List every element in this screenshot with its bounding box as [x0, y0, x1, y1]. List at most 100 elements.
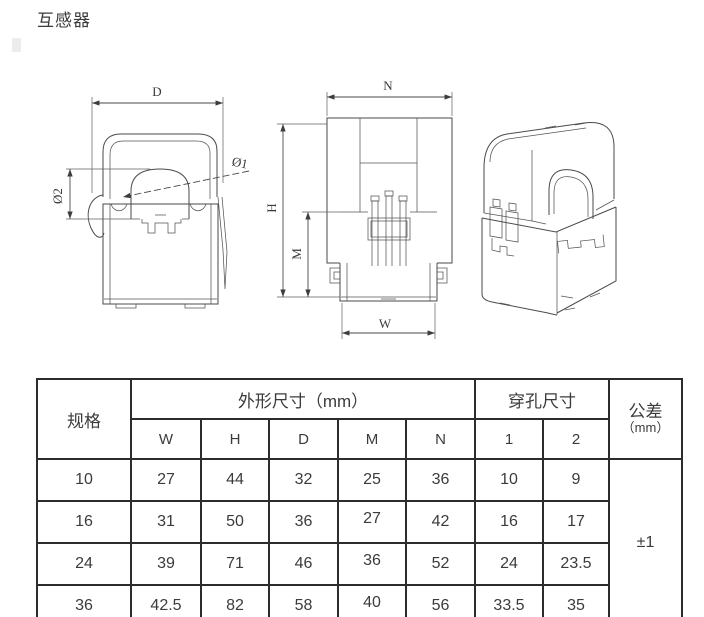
table-row: 16 31 50 36 27 42 16 17: [36, 500, 682, 544]
cell-spec: 10: [36, 458, 132, 502]
spec-table: 规格 外形尺寸（mm） 穿孔尺寸 公差 （mm） W H D M N 1 2 1…: [36, 378, 683, 617]
core-clip-bracket: [141, 219, 182, 234]
dim-leader-hole1: [122, 170, 250, 199]
cell-n: 42: [405, 500, 476, 544]
persp-housing-top-inner: [489, 127, 587, 163]
cell-hole2: 35: [542, 584, 610, 617]
subheader-D: D: [268, 418, 339, 460]
persp-terminal-clips: [489, 206, 519, 243]
table-header-row-groups: 规格 外形尺寸（mm） 穿孔尺寸 公差 （mm）: [36, 378, 683, 460]
header-tolerance: 公差 （mm）: [608, 378, 683, 460]
core-window-arch: [130, 168, 190, 219]
side-lower-block: [339, 263, 438, 302]
side-tab-left: [329, 267, 340, 284]
header-hole-dims: 穿孔尺寸: [474, 378, 610, 420]
cell-h: 44: [200, 458, 270, 502]
cell-w: 39: [130, 542, 202, 586]
foot-tab-right: [184, 303, 206, 309]
dim-label-H: H: [264, 203, 279, 212]
cell-d: 32: [268, 458, 339, 502]
cell-spec: 16: [36, 500, 132, 544]
dim-label-W: W: [379, 316, 392, 331]
persp-base-right-face: [556, 207, 617, 314]
front-housing-outline: [102, 203, 219, 305]
dim-label-M: M: [289, 248, 304, 260]
persp-terminal-caps: [492, 198, 517, 212]
cell-m: 27: [337, 500, 407, 544]
left-hinge-hook: [87, 194, 105, 238]
table-row: 36 42.5 82 58 40 56 33.5 35: [36, 584, 682, 617]
cell-n: 52: [405, 542, 476, 586]
header-outer-dims: 外形尺寸（mm）: [130, 378, 476, 420]
subheader-N: N: [405, 418, 476, 460]
perspective-view: [481, 122, 617, 316]
subheader-M: M: [337, 418, 407, 460]
side-view: N H: [264, 78, 453, 339]
terminal-block-outer: [367, 217, 411, 241]
cell-hole1: 10: [474, 458, 544, 502]
side-tab-right: [437, 267, 448, 284]
front-view: D Ø2 Ø1: [50, 84, 250, 309]
foot-tab-left: [115, 303, 137, 309]
technical-drawing: D Ø2 Ø1: [50, 78, 617, 339]
subheader-hole1: 1: [474, 418, 544, 460]
clamp-inner-contour: [109, 140, 211, 199]
cell-hole2: 9: [542, 458, 610, 502]
cell-spec: 36: [36, 584, 132, 617]
persp-arch-outer: [548, 169, 594, 219]
subheader-H: H: [200, 418, 270, 460]
cell-d: 36: [268, 500, 339, 544]
persp-base-left-face: [481, 218, 558, 316]
cell-hole2: 23.5: [542, 542, 610, 586]
persp-housing-top: [483, 122, 615, 213]
terminal-pin-3-cap: [398, 195, 408, 202]
cell-hole1: 33.5: [474, 584, 544, 617]
header-tolerance-line1: 公差: [628, 401, 663, 421]
cell-hole2: 17: [542, 500, 610, 544]
side-upper-block: [326, 117, 453, 264]
dim-label-hole2: Ø2: [50, 188, 65, 204]
terminal-pin-2-cap: [384, 190, 394, 197]
cell-spec: 24: [36, 542, 132, 586]
persp-terminal-hooks: [491, 238, 515, 257]
header-tolerance-line2: （mm）: [621, 420, 670, 436]
cell-m: 36: [337, 542, 407, 586]
dim-label-hole1: Ø1: [231, 154, 250, 172]
terminal-pin-3: [399, 200, 407, 266]
top-notch-right: [189, 203, 207, 212]
persp-housing-bottom-edge: [483, 199, 615, 225]
header-spec: 规格: [36, 378, 132, 460]
cell-h: 82: [200, 584, 270, 617]
persp-arch-inner: [553, 176, 589, 217]
subheader-hole2: 2: [542, 418, 610, 460]
clamp-outer-contour: [102, 133, 218, 197]
cell-m: 25: [337, 458, 407, 502]
top-notch-left: [110, 203, 128, 212]
cell-w: 27: [130, 458, 202, 502]
cell-d: 46: [268, 542, 339, 586]
persp-base-marks: [499, 292, 601, 311]
cell-tolerance: ±1: [608, 458, 683, 617]
persp-top-marks: [544, 122, 587, 129]
cell-d: 58: [268, 584, 339, 617]
cell-m: 40: [337, 584, 407, 617]
cell-w: 42.5: [130, 584, 202, 617]
cell-n: 36: [405, 458, 476, 502]
table-row: 10 27 44 32 25 36 10 9 ±1: [36, 458, 683, 617]
cell-hole1: 16: [474, 500, 544, 544]
cell-n: 56: [405, 584, 476, 617]
cell-w: 31: [130, 500, 202, 544]
right-latch: [217, 196, 228, 290]
dim-label-N: N: [383, 78, 393, 93]
cell-hole1: 24: [474, 542, 544, 586]
faint-artifact: [12, 38, 21, 52]
persp-din-bracket: [557, 234, 605, 254]
cell-h: 50: [200, 500, 270, 544]
cell-h: 71: [200, 542, 270, 586]
page-title: 互感器: [37, 11, 91, 30]
terminal-block-inner: [370, 220, 408, 238]
terminal-pin-1-cap: [370, 195, 380, 202]
persp-base-top-edge: [481, 206, 617, 233]
table-row: 24 39 71 46 36 52 24 23.5: [36, 542, 682, 586]
